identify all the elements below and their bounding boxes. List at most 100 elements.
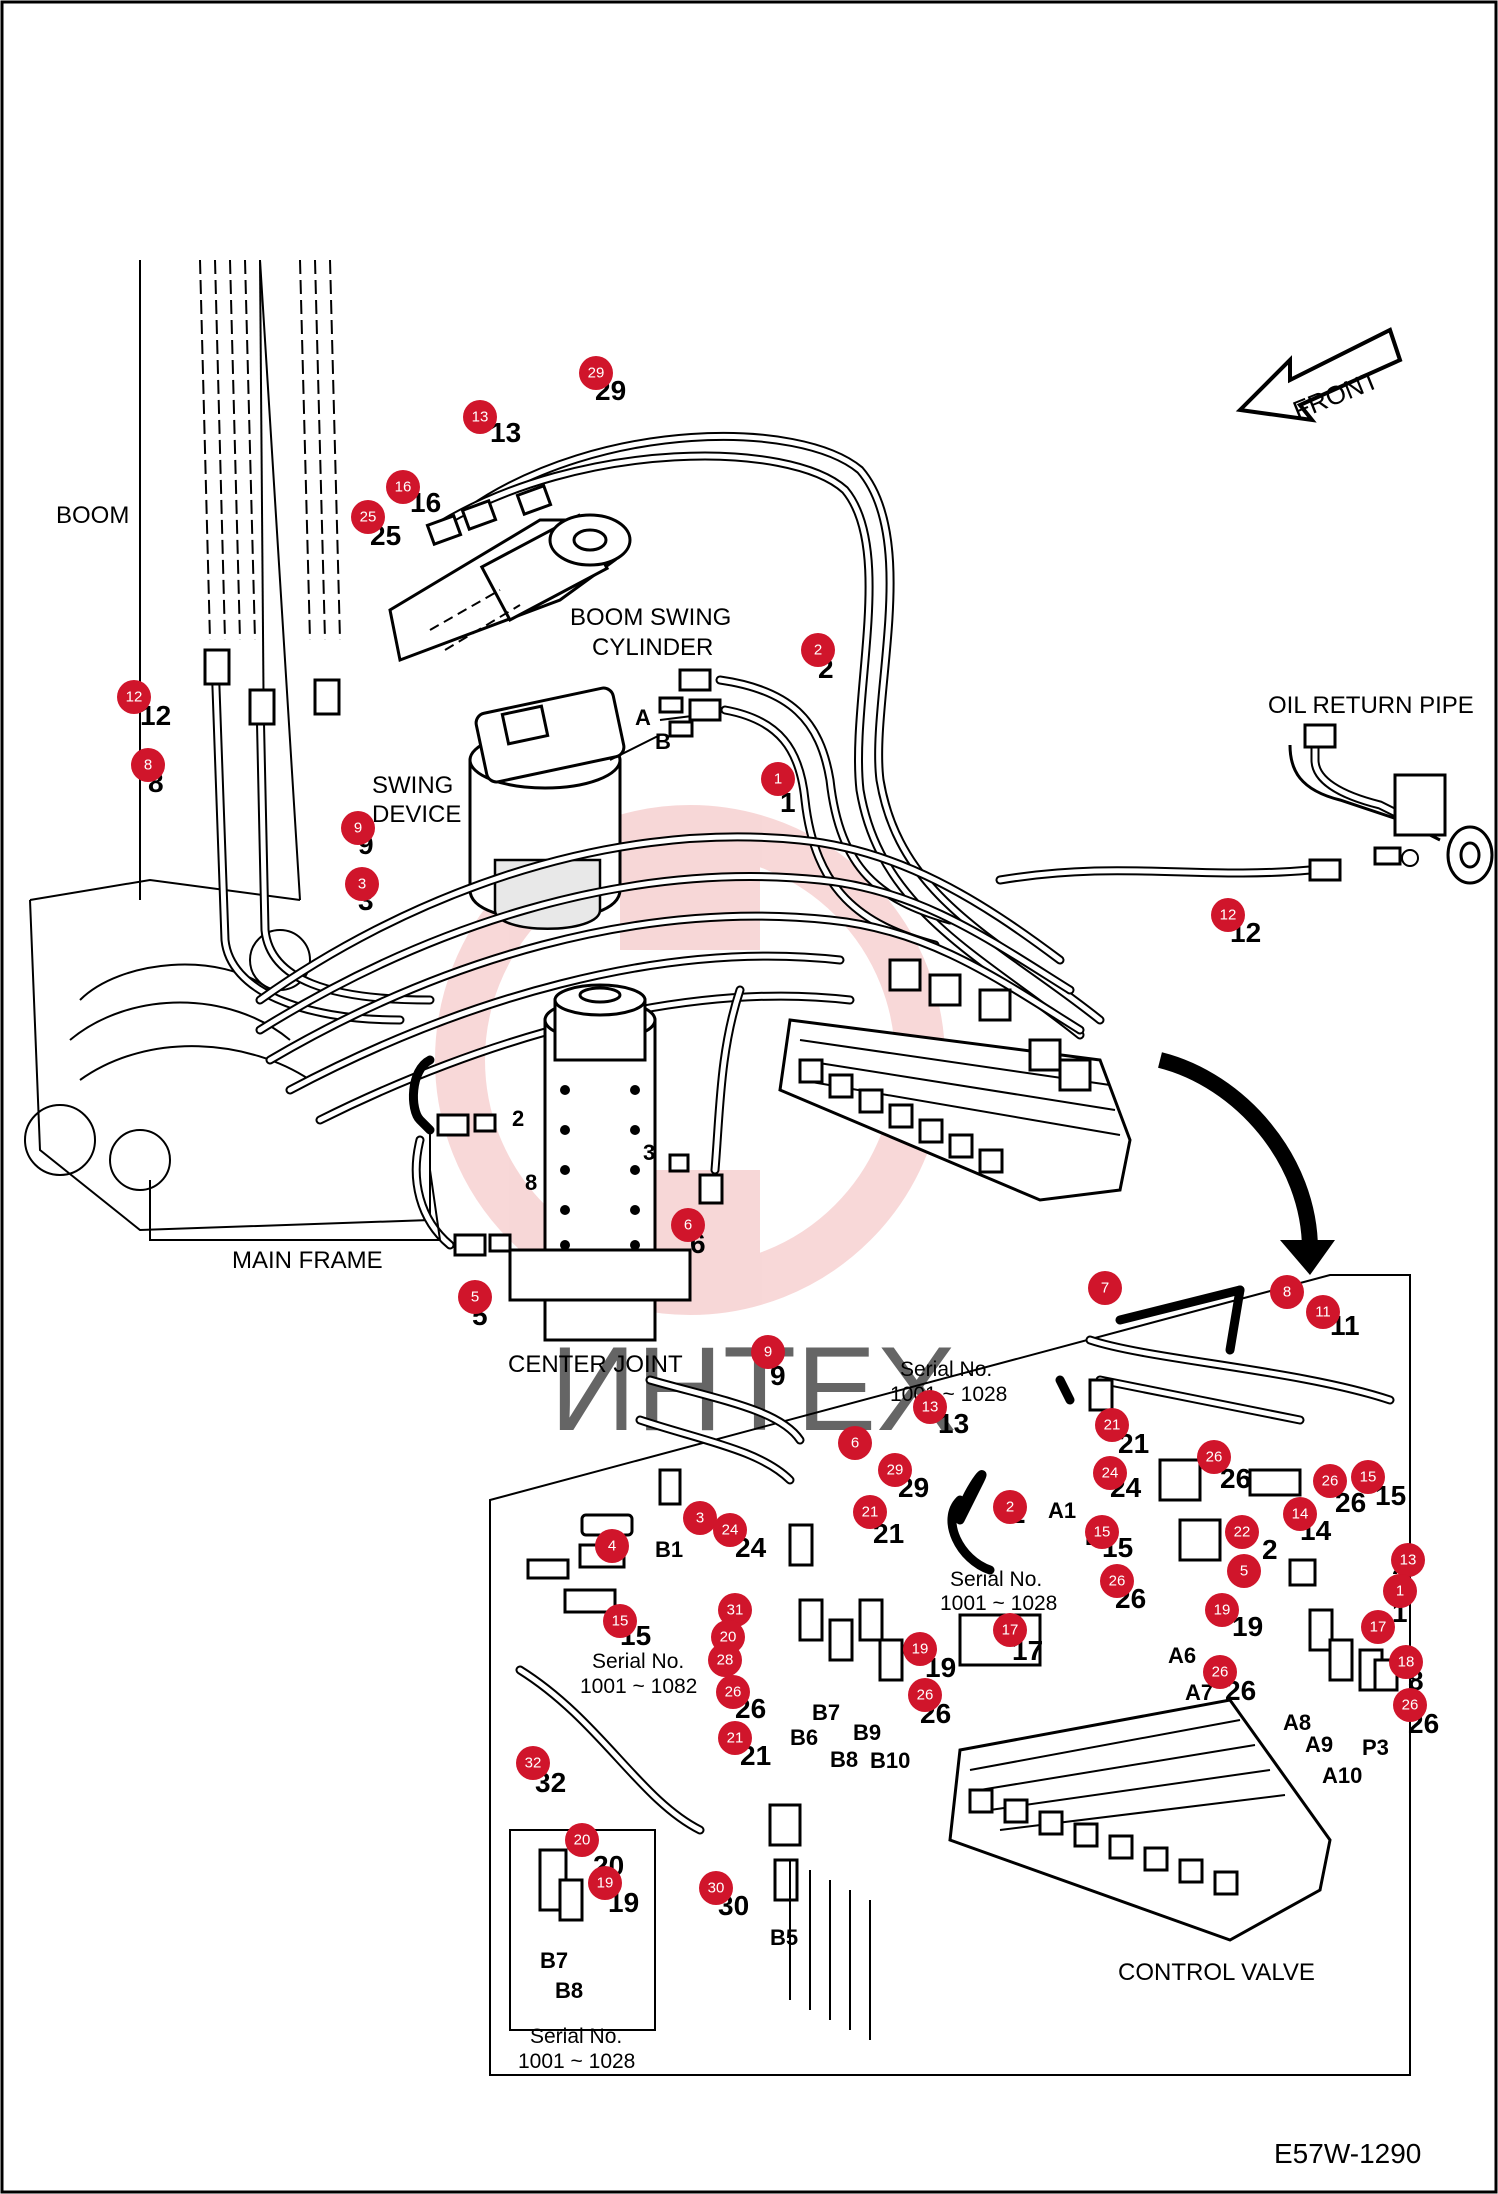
- port-A: A: [635, 705, 651, 730]
- control-valve-top: [778, 958, 1132, 1202]
- callout-badge: 30: [699, 1871, 733, 1905]
- swing-device-label-2: DEVICE: [372, 801, 461, 828]
- badge-number: 19: [1214, 1602, 1231, 1619]
- callout-badge: 6: [838, 1426, 872, 1460]
- part-2d: 2: [1262, 1534, 1278, 1565]
- fittings-cylinder: [425, 483, 553, 547]
- callout-badge: 21: [718, 1721, 752, 1755]
- badge-number: 26: [1322, 1473, 1339, 1490]
- callout-badge: 26: [1100, 1564, 1134, 1598]
- badge-circle: [131, 748, 165, 782]
- badge-number: 31: [727, 1602, 744, 1619]
- badge-circle: [1088, 1271, 1122, 1305]
- badge-circle: [1313, 1464, 1347, 1498]
- callout-badge: 21: [853, 1495, 887, 1529]
- badge-number: 6: [684, 1217, 692, 1234]
- badge-number: 4: [608, 1538, 616, 1555]
- badge-circle: [1389, 1645, 1423, 1679]
- callout-badge: 29: [878, 1453, 912, 1487]
- badge-circle: [1361, 1610, 1395, 1644]
- serial-a-1: Serial No.: [900, 1358, 992, 1381]
- part-3b: 3: [643, 1140, 655, 1165]
- badge-number: 1: [1396, 1583, 1404, 1600]
- callout-badge: 18: [1389, 1645, 1423, 1679]
- badge-circle: [716, 1675, 750, 1709]
- callout-badge: 11: [1306, 1295, 1340, 1329]
- oil-return-pipe: [1288, 723, 1494, 885]
- badge-circle: [751, 1335, 785, 1369]
- badge-number: 28: [717, 1652, 734, 1669]
- inset-box-b7-b8: [509, 1829, 656, 2031]
- badge-circle: [1100, 1564, 1134, 1598]
- badge-circle: [1211, 898, 1245, 932]
- main-frame-label: MAIN FRAME: [232, 1247, 383, 1274]
- badge-circle: [801, 633, 835, 667]
- callout-badge: 16: [386, 470, 420, 504]
- labels-group: BOOM BOOM SWING CYLINDER SWING DEVICE OI…: [56, 375, 1474, 2169]
- callout-badge: 26: [1203, 1655, 1237, 1689]
- badge-circle: [588, 1866, 622, 1900]
- badge-number: 21: [727, 1730, 744, 1747]
- badge-circle: [117, 680, 151, 714]
- badge-circle: [1085, 1515, 1119, 1549]
- port-B9: B9: [853, 1720, 881, 1745]
- badge-circle: [386, 470, 420, 504]
- badge-circle: [1351, 1460, 1385, 1494]
- callout-badge: 28: [708, 1643, 742, 1677]
- control-valve-label: CONTROL VALVE: [1118, 1959, 1315, 1986]
- callout-badge: 1: [761, 762, 795, 796]
- callout-badge: 1: [1383, 1574, 1417, 1608]
- badge-number: 26: [1212, 1664, 1229, 1681]
- badge-circle: [993, 1490, 1027, 1524]
- callout-badge: 26: [1313, 1464, 1347, 1498]
- badge-circle: [853, 1495, 887, 1529]
- badge-circle: [1197, 1440, 1231, 1474]
- callout-badge: 17: [1361, 1610, 1395, 1644]
- serial-b-1: Serial No.: [950, 1568, 1042, 1591]
- badge-number: 9: [354, 820, 362, 837]
- badge-circle: [683, 1501, 717, 1535]
- port-A8: A8: [1283, 1710, 1311, 1735]
- callout-badge: 14: [1283, 1497, 1317, 1531]
- callout-badge: 3: [683, 1501, 717, 1535]
- badge-circle: [718, 1721, 752, 1755]
- part-2b: 2: [512, 1106, 524, 1131]
- callout-badge: 13: [913, 1390, 947, 1424]
- callout-badge: 4: [595, 1529, 629, 1563]
- badge-circle: [463, 400, 497, 434]
- badge-number: 15: [1360, 1469, 1377, 1486]
- badge-circle: [516, 1746, 550, 1780]
- port-B1: B1: [655, 1537, 683, 1562]
- callout-badge: 15: [603, 1604, 637, 1638]
- boom-structure: [24, 259, 431, 1232]
- port-B: B: [655, 729, 671, 754]
- badge-circle: [1205, 1593, 1239, 1627]
- serial-d-2: 1001 ~ 1028: [518, 2050, 635, 2073]
- drawing-code: E57W-1290: [1274, 2138, 1421, 2169]
- callout-badge: 20: [565, 1823, 599, 1857]
- port-B5: B5: [770, 1925, 798, 1950]
- callout-badge: 17: [993, 1613, 1027, 1647]
- oil-return-pipe-label: OIL RETURN PIPE: [1268, 692, 1474, 719]
- boom-swing-label-2: CYLINDER: [592, 634, 713, 661]
- port-B8-inset: B8: [555, 1978, 583, 2003]
- callout-badge: 7: [1088, 1271, 1122, 1305]
- callout-badge: 2: [801, 633, 835, 667]
- badge-number: 8: [144, 757, 152, 774]
- part-8b: 8: [525, 1170, 537, 1195]
- callout-badge: 6: [671, 1208, 705, 1242]
- badge-number: 26: [917, 1687, 934, 1704]
- callout-badge: 32: [516, 1746, 550, 1780]
- port-B7: B7: [812, 1700, 840, 1725]
- badge-number: 6: [851, 1435, 859, 1452]
- badge-number: 2: [814, 642, 822, 659]
- badge-circle: [699, 1871, 733, 1905]
- badge-number: 29: [887, 1462, 904, 1479]
- port-A1: A1: [1048, 1498, 1076, 1523]
- callout-badge: 19: [1205, 1593, 1239, 1627]
- port-B7-inset: B7: [540, 1948, 568, 1973]
- badge-number: 17: [1002, 1622, 1019, 1639]
- badge-number: 32: [525, 1755, 542, 1772]
